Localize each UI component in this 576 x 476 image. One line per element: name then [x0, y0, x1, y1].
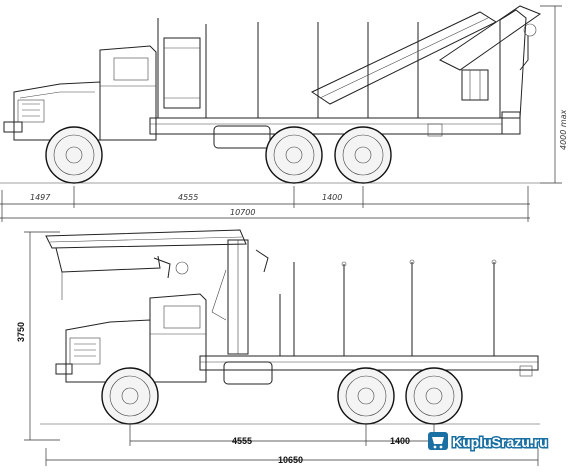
- top-rear-wheel-1: [265, 126, 323, 184]
- bottom-dim-total-length: 10650: [278, 455, 303, 465]
- bottom-front-wheel: [101, 367, 159, 425]
- top-truck-drawing: [0, 5, 542, 184]
- top-dim-wheelbase: 4555: [178, 193, 198, 202]
- top-dimensions: [0, 5, 562, 222]
- bottom-dim-wheelbase: 4555: [232, 436, 252, 446]
- top-front-wheel: [45, 126, 103, 184]
- top-dim-front-overhang: 1497: [30, 193, 51, 202]
- bottom-dim-height: 3750: [16, 322, 26, 342]
- watermark: KupluSrazu.ru: [428, 432, 549, 452]
- bottom-rear-wheel-2: [405, 367, 463, 425]
- watermark-brand: KupluSrazu.ru: [452, 434, 548, 450]
- top-dim-bogie: 1400: [322, 193, 342, 202]
- bottom-dim-bogie: 1400: [390, 436, 410, 446]
- bottom-rear-wheel-1: [337, 367, 395, 425]
- top-dim-height: 4000 max: [559, 109, 568, 150]
- top-dim-total-length: 10700: [230, 208, 255, 217]
- bottom-dimensions: [24, 231, 539, 466]
- top-rear-wheel-2: [334, 126, 392, 184]
- bottom-truck-drawing: [40, 229, 540, 425]
